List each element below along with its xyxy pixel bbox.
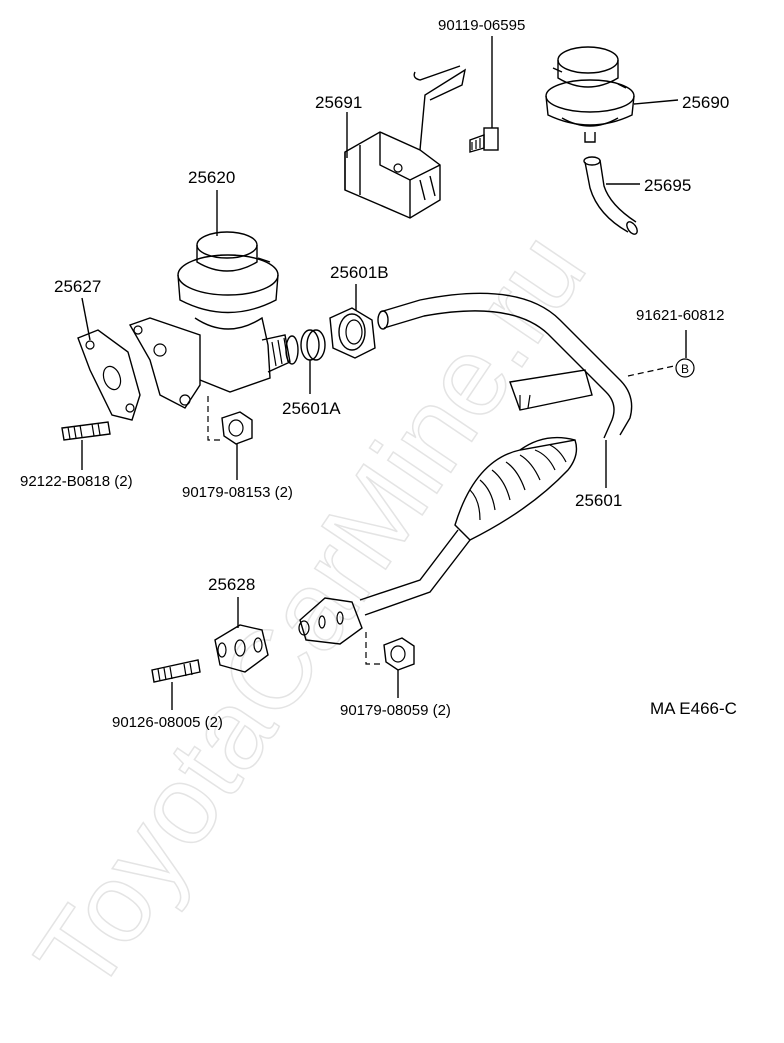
hose-25695[interactable] xyxy=(583,156,639,236)
callout-b: B xyxy=(675,358,695,378)
stud-90126[interactable] xyxy=(151,659,201,683)
label-25601A: 25601A xyxy=(282,399,341,418)
label-25627: 25627 xyxy=(54,277,101,296)
nut-90179-a[interactable] xyxy=(221,411,253,445)
stud-92122[interactable] xyxy=(61,421,111,441)
label-90126-08005: 90126-08005 (2) xyxy=(112,714,223,731)
watermark-text: ToyotaCarMine.ru xyxy=(11,211,609,1014)
label-90179-08059: 90179-08059 (2) xyxy=(340,702,451,719)
diagram-code: MA E466-C xyxy=(650,699,737,718)
gasket-25627[interactable] xyxy=(77,329,141,421)
nut-90179-b[interactable] xyxy=(383,637,415,671)
egr-pipe-25601[interactable] xyxy=(298,292,633,645)
nut-25601B[interactable] xyxy=(329,307,376,359)
label-25691: 25691 xyxy=(315,93,362,112)
label-91621-60812: 91621-60812 xyxy=(636,307,724,324)
label-25628: 25628 xyxy=(208,575,255,594)
egr-valve-25620[interactable] xyxy=(128,231,299,409)
bolt-90119[interactable] xyxy=(469,127,499,153)
label-25620: 25620 xyxy=(188,168,235,187)
label-25601: 25601 xyxy=(575,491,622,510)
label-25601B: 25601B xyxy=(330,263,389,282)
label-90179-08153: 90179-08153 (2) xyxy=(182,484,293,501)
bracket-assembly-25691[interactable] xyxy=(344,65,467,219)
vacuum-modulator-25690[interactable] xyxy=(545,46,635,143)
ring-25601A[interactable] xyxy=(300,329,326,361)
label-92122-b0818: 92122-B0818 (2) xyxy=(20,473,133,490)
gasket-25628[interactable] xyxy=(214,624,269,673)
label-25690: 25690 xyxy=(682,93,729,112)
label-90119-06595: 90119-06595 xyxy=(438,17,525,34)
label-25695: 25695 xyxy=(644,176,691,195)
svg-text:B: B xyxy=(681,362,689,376)
